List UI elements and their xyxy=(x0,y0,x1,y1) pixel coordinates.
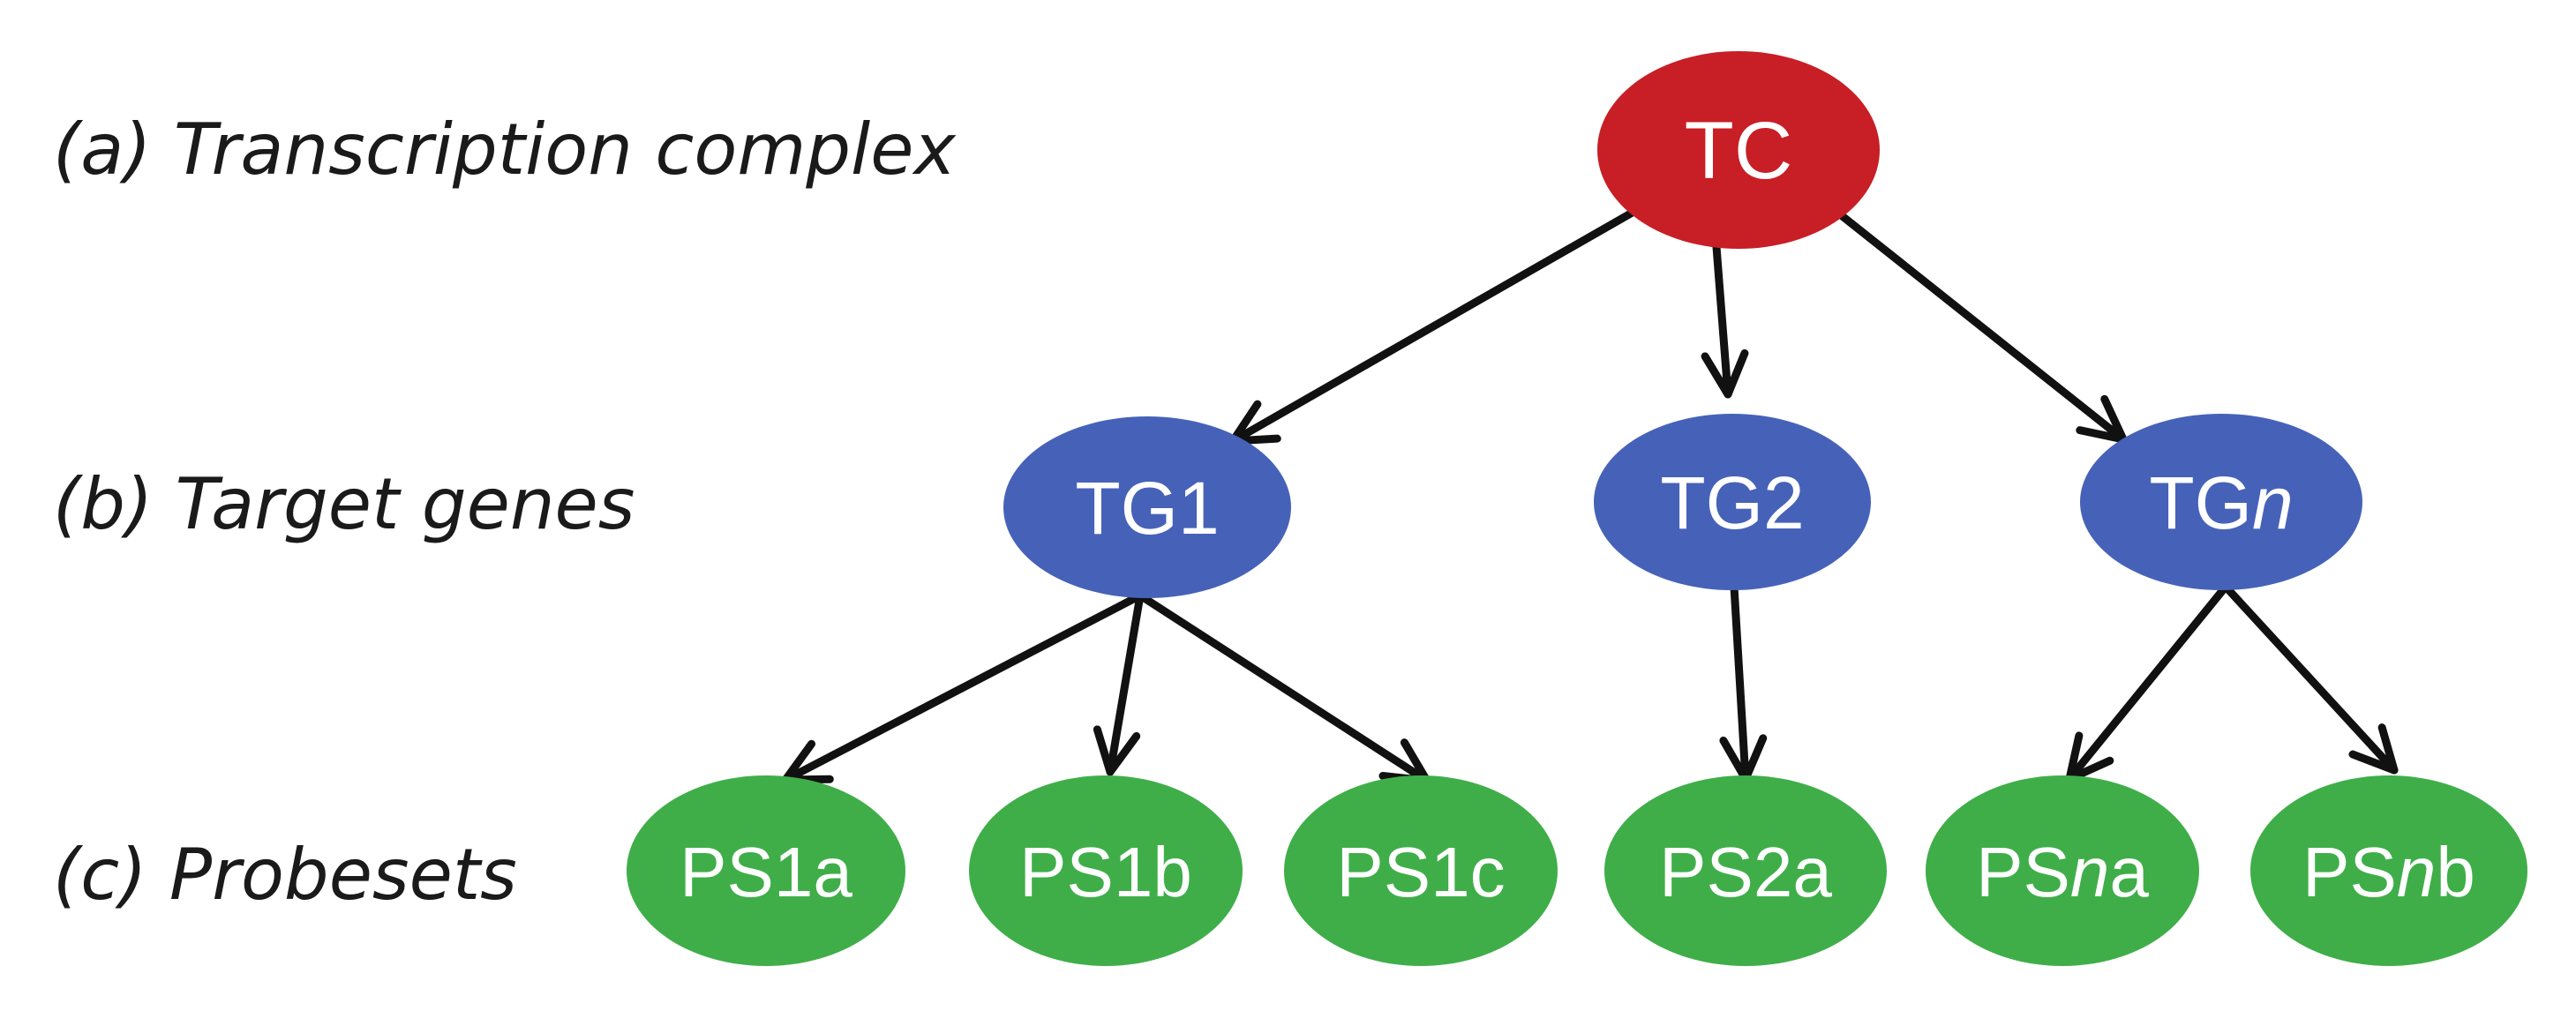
node-tgn-label: TGn xyxy=(2149,461,2293,544)
node-ps2a-shape xyxy=(1604,775,1887,966)
node-psna-shape xyxy=(1926,775,2199,966)
node-tgn-shape xyxy=(2080,414,2362,590)
node-ps2a-label: PS2a xyxy=(1659,833,1832,911)
node-tc: TC xyxy=(1597,51,1880,249)
edge-tg1-ps1a xyxy=(781,591,1145,784)
node-ps1b-shape xyxy=(969,775,1243,966)
node-tc-shape xyxy=(1597,51,1880,249)
level-label-target-genes: (b) Target genes xyxy=(53,463,635,545)
node-ps1a-label: PS1a xyxy=(680,833,852,911)
node-ps1b-label: PS1b xyxy=(1019,833,1192,911)
node-ps1c-label: PS1c xyxy=(1336,833,1505,911)
level-label-probesets: (c) Probesets xyxy=(53,834,517,916)
node-tg2-label: TG2 xyxy=(1660,461,1804,544)
edge-tg2-ps2a xyxy=(1719,582,1768,783)
level-label-transcription-complex: (a) Transcription complex xyxy=(53,109,956,191)
node-psnb-label: PSnb xyxy=(2302,833,2475,911)
node-ps1c: PS1c xyxy=(1284,775,1558,966)
node-ps1c-shape xyxy=(1284,775,1558,966)
edges xyxy=(781,203,2399,785)
edge-tgn-psna xyxy=(2065,582,2230,783)
node-psna: PSna xyxy=(1926,775,2199,966)
node-psnb: PSnb xyxy=(2250,775,2527,966)
node-tg1-shape xyxy=(1003,416,1291,598)
node-tg1: TG1 xyxy=(1003,416,1291,598)
node-psnb-shape xyxy=(2250,775,2527,966)
node-ps1b: PS1b xyxy=(969,775,1243,966)
node-ps1a: PS1a xyxy=(627,775,905,966)
edge-tc-tg2 xyxy=(1701,243,1749,399)
node-tg1-label: TG1 xyxy=(1075,467,1219,550)
edge-tc-tg1 xyxy=(1228,203,1646,446)
node-ps1a-shape xyxy=(627,775,905,966)
node-ps2a: PS2a xyxy=(1604,775,1887,966)
node-tg2-shape xyxy=(1594,414,1871,590)
node-tgn: TGn xyxy=(2080,414,2362,590)
edge-tc-tgn xyxy=(1827,203,2128,444)
node-psna-label: PSna xyxy=(1976,833,2149,911)
node-tg2: TG2 xyxy=(1594,414,1871,590)
edge-tg1-ps1b xyxy=(1093,591,1145,776)
node-tc-label: TC xyxy=(1685,106,1793,196)
edge-tg1-ps1c xyxy=(1136,591,1431,785)
edge-tgn-psnb xyxy=(2221,582,2399,775)
